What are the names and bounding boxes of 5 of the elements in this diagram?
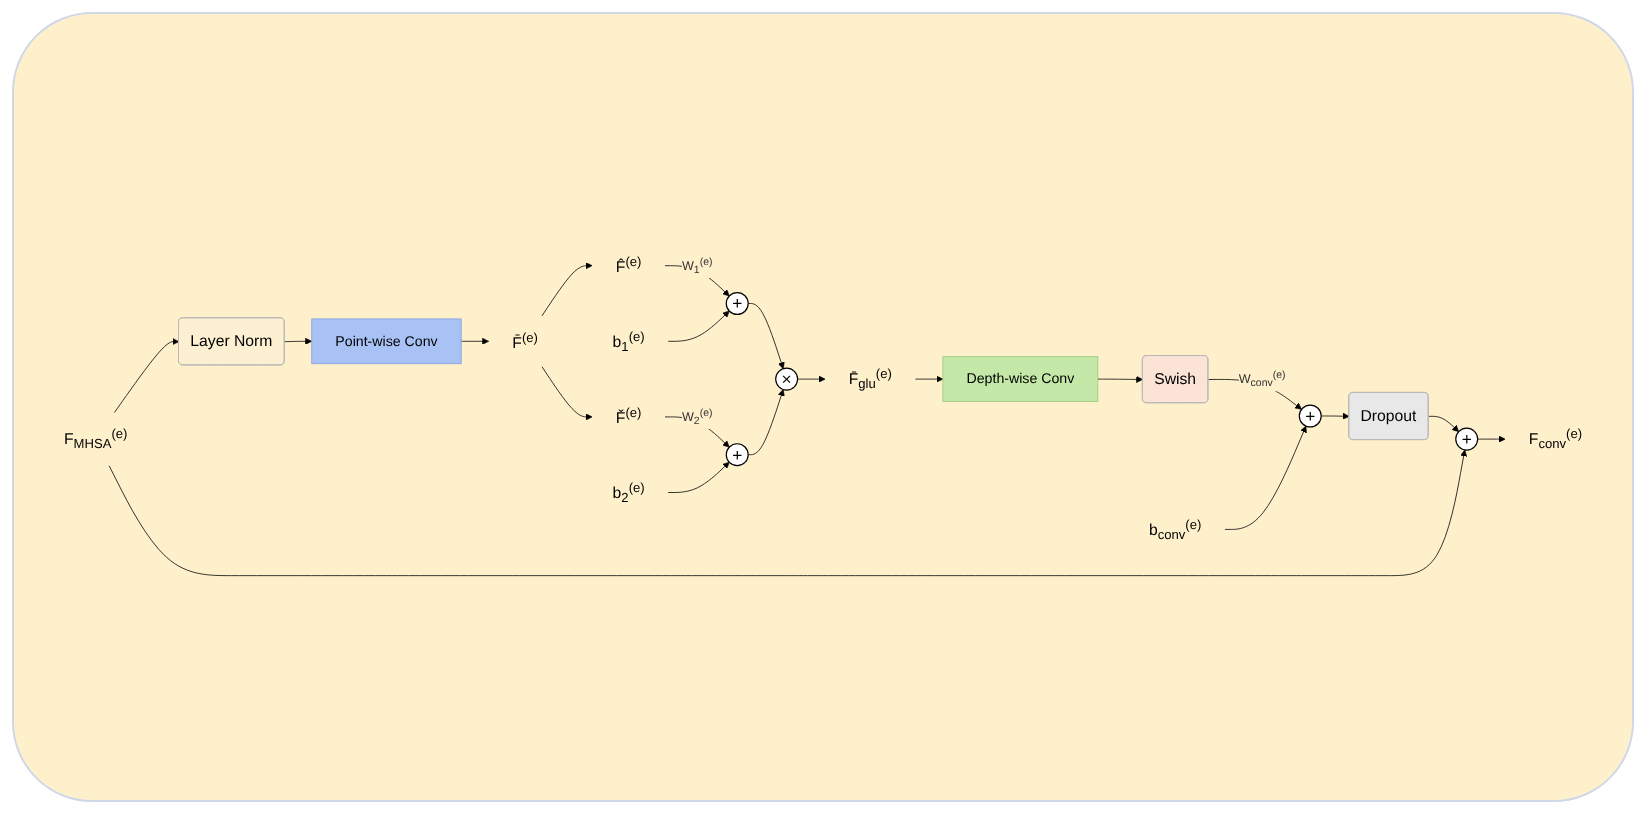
- node-circle: ×: [775, 366, 799, 390]
- node-circle: +: [1298, 403, 1322, 427]
- node-circle: +: [725, 442, 749, 466]
- node-circle: +: [1455, 426, 1479, 450]
- node-circle: +: [725, 291, 749, 315]
